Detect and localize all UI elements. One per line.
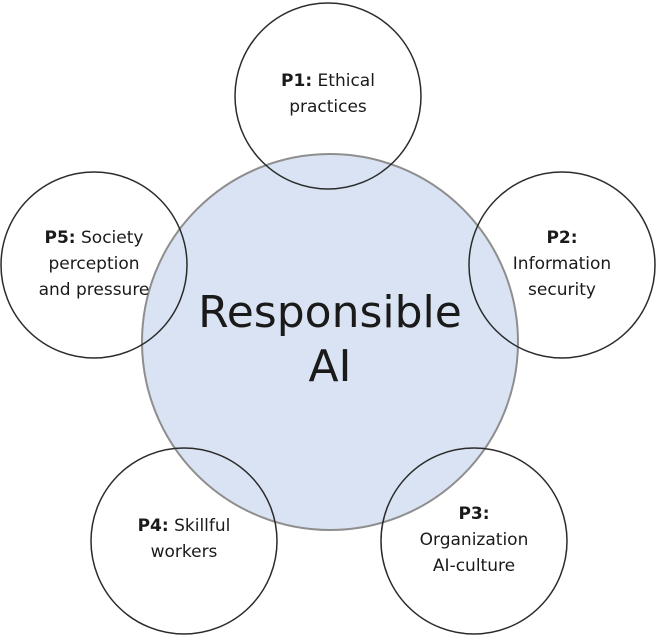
pillar-p5-code: P5: [44,228,76,248]
p3-circle [380,447,568,635]
pillar-p1-code: P1: [281,71,313,91]
pillar-p1-line2: practices [289,97,367,117]
p1-circle [234,2,422,190]
pillar-p4-line1: Skillful [174,516,231,536]
p5-circle [0,171,188,359]
pillar-p2-line2: security [528,280,596,300]
pillar-p2-code: P2: [546,228,578,248]
pillar-p5-line2: perception [48,254,140,274]
pillar-p1-label: P1: Ethical practices [253,68,403,120]
pillar-p4-line2: workers [150,542,218,562]
pillar-p3-line2: AI-culture [432,556,516,576]
pillar-p3-code: P3: [458,504,490,524]
pillar-p2-line1: Information [512,254,612,274]
center-title-line1: Responsible [198,287,462,338]
pillar-p4-label: P4: Skillful workers [109,513,259,565]
center-title: Responsible AI [180,286,480,394]
pillar-p5-line3: and pressure [38,280,150,300]
center-title-line2: AI [308,341,352,392]
pillar-p4-code: P4: [137,516,169,536]
pillar-p1-line1: Ethical [317,71,375,91]
p4-circle [90,447,278,635]
pillar-p2-label: P2: Information security [487,225,637,303]
pillar-p3-label: P3: Organization AI-culture [399,501,549,579]
pillar-p3-line1: Organization [419,530,529,550]
pillar-p5-line1: Society [81,228,144,248]
pillar-p5-label: P5: Society perception and pressure [14,225,174,303]
center-circle [141,153,519,531]
p2-circle [468,171,656,359]
